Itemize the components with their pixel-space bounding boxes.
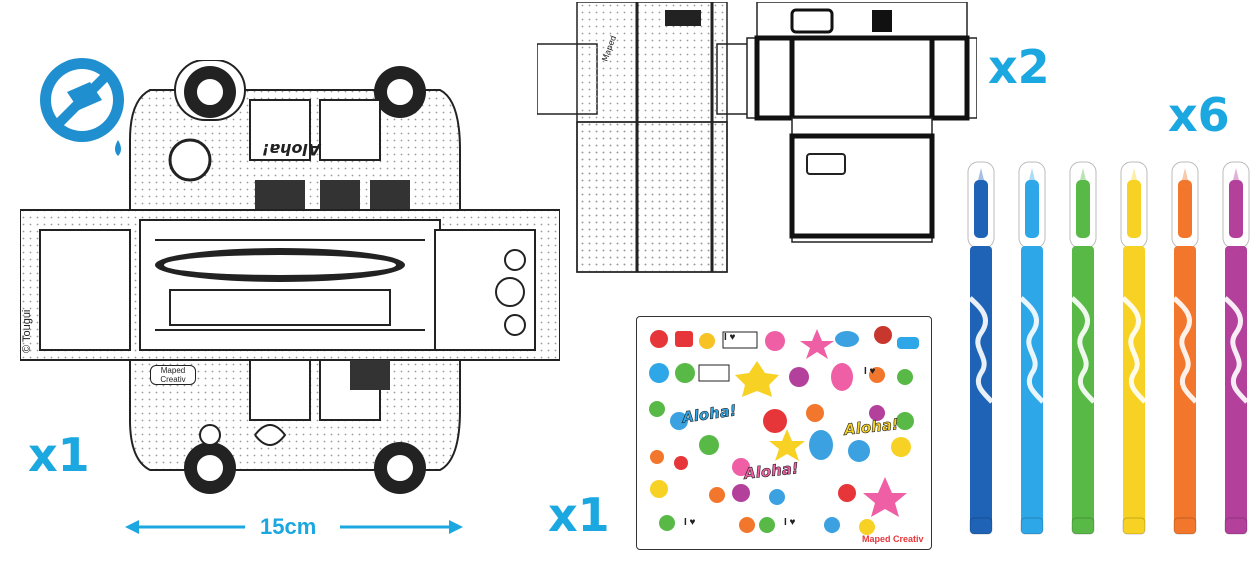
van-quantity: x1 <box>28 428 90 482</box>
markers-quantity: x6 <box>1168 88 1230 142</box>
sticker-love-tag-4: I ♥ <box>784 517 796 528</box>
sticker-love-tag-3: I ♥ <box>684 517 696 528</box>
marker-pen <box>965 158 997 540</box>
sticker-sheet-quantity: x1 <box>548 488 610 542</box>
dimension-label: 15cm <box>260 514 317 539</box>
sticker-sheet-brand: Maped Creativ <box>862 534 924 544</box>
van-brand-badge: Maped Creativ <box>150 365 196 385</box>
marker-pen <box>1067 158 1099 540</box>
van-sticker-text: Aloha! <box>262 140 321 159</box>
van-copyright: © Tougui <box>21 309 33 353</box>
sticker-sheet <box>636 316 932 550</box>
marker-pen <box>1016 158 1048 540</box>
suitcase-quantity: x2 <box>988 40 1050 94</box>
sticker-love-tag-1: I ♥ <box>724 332 736 343</box>
van-papercraft <box>19 59 561 500</box>
marker-pen <box>1169 158 1201 540</box>
suitcase-papercraft: Maped <box>536 1 978 274</box>
marker-pen <box>1118 158 1150 540</box>
dimension-arrow <box>125 512 465 542</box>
marker-pen <box>1220 158 1250 540</box>
no-water-icon <box>32 52 132 162</box>
sticker-love-tag-2: I ♥ <box>864 366 876 377</box>
